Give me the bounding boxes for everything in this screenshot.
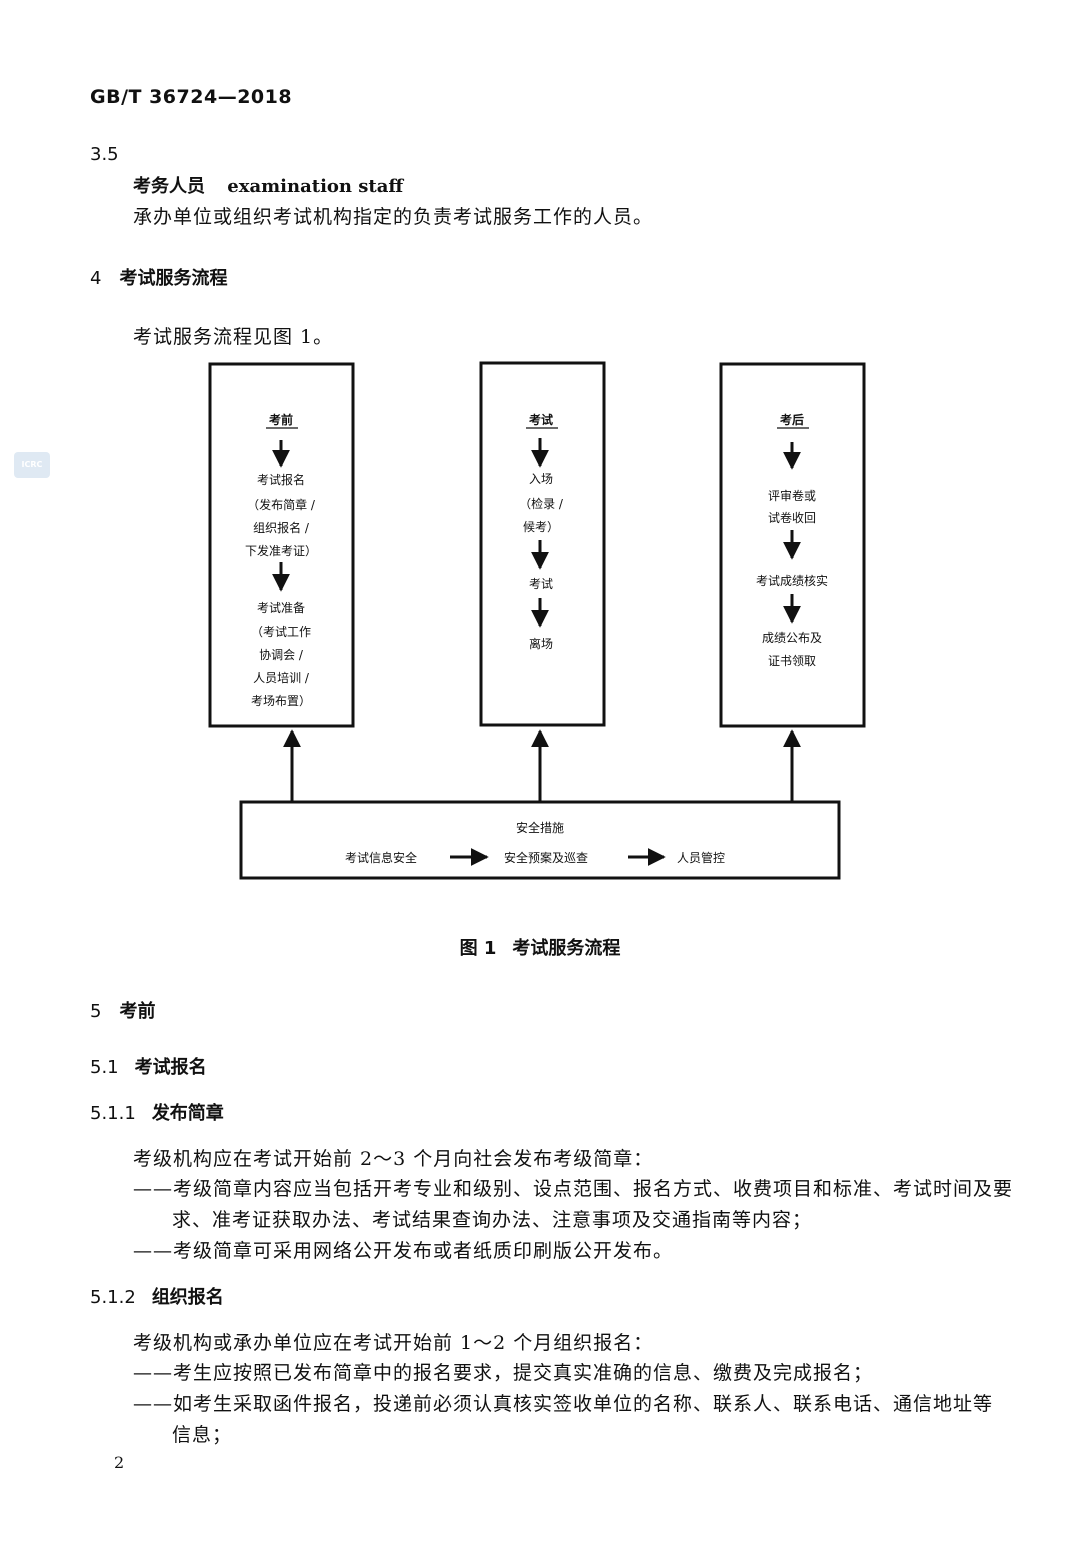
figure-label: 图 1 xyxy=(459,938,497,959)
figure-title: 考试服务流程 xyxy=(512,938,621,959)
step-text: （检录 / xyxy=(519,496,564,511)
stage-title: 考试 xyxy=(529,412,553,427)
term-en: examination staff xyxy=(227,176,404,197)
step-text: 考试成绩核实 xyxy=(756,573,828,588)
step-text: 考试准备 xyxy=(257,600,305,615)
stage-box-after-exam xyxy=(719,362,866,728)
step-text: 评审卷或 xyxy=(768,488,816,503)
step-text: 试卷收回 xyxy=(768,510,816,525)
step-text: 考试 xyxy=(529,576,553,591)
stage-box-exam xyxy=(479,361,606,727)
step-text: 离场 xyxy=(529,636,553,651)
section-title: 考试服务流程 xyxy=(119,268,228,289)
section-number: 5 xyxy=(90,1001,102,1022)
step-text: 候考） xyxy=(523,520,559,534)
section-heading-5-1-1: 5.1.1 发布简章 xyxy=(90,1099,224,1125)
list-item: ——考级简章内容应当包括开考专业和级别、设点范围、报名方式、收费项目和标准、考试… xyxy=(133,1178,1014,1200)
paragraph: 考级机构或承办单位应在考试开始前 1～2 个月组织报名： xyxy=(133,1332,654,1354)
list-item: ——考生应按照已发布简章中的报名要求，提交真实准确的信息、缴费及完成报名； xyxy=(133,1362,874,1384)
step-text: 证书领取 xyxy=(768,654,816,668)
stage-box-before-exam xyxy=(208,362,355,728)
section-title: 考试报名 xyxy=(134,1057,207,1078)
step-text: （考试工作 xyxy=(251,624,311,639)
section-4-intro: 考试服务流程见图 1。 xyxy=(133,326,334,348)
safety-title: 安全措施 xyxy=(516,820,564,835)
step-text: 考试报名 xyxy=(257,472,305,487)
page-number: 2 xyxy=(114,1453,125,1472)
section-heading-5-1-2: 5.1.2 组织报名 xyxy=(90,1283,224,1309)
step-text: （发布简章 / xyxy=(247,497,316,512)
section-heading-5-1: 5.1 考试报名 xyxy=(90,1053,207,1079)
step-text: 下发准考证） xyxy=(245,543,317,558)
step-text: 考场布置） xyxy=(251,694,311,708)
safety-measures-box xyxy=(239,800,841,880)
standard-number: GB/T 36724—2018 xyxy=(90,86,293,108)
safety-item: 人员管控 xyxy=(677,850,725,865)
section-title: 组织报名 xyxy=(151,1287,224,1308)
list-item: ——考级简章可采用网络公开发布或者纸质印刷版公开发布。 xyxy=(133,1240,674,1262)
step-text: 成绩公布及 xyxy=(762,631,822,645)
safety-item: 考试信息安全 xyxy=(345,850,417,865)
section-number: 5.1.1 xyxy=(90,1103,136,1124)
paragraph: 考级机构应在考试开始前 2～3 个月向社会发布考级简章： xyxy=(133,1148,654,1170)
section-number: 4 xyxy=(90,268,102,289)
section-title: 发布简章 xyxy=(151,1103,224,1124)
stage-title: 考前 xyxy=(269,412,293,427)
stage-title: 考后 xyxy=(780,412,804,427)
watermark-logo: ICRC xyxy=(14,452,50,478)
term-definition: 承办单位或组织考试机构指定的负责考试服务工作的人员。 xyxy=(133,206,654,228)
step-text: 协调会 / xyxy=(259,647,304,662)
list-item: ——如考生采取函件报名，投递前必须认真核实签收单位的名称、联系人、联系电话、通信… xyxy=(133,1393,994,1415)
step-text: 组织报名 / xyxy=(253,520,310,535)
term-zh: 考务人员 xyxy=(133,176,205,197)
safety-item: 安全预案及巡查 xyxy=(504,850,588,865)
figure-caption: 图 1 考试服务流程 xyxy=(0,934,1080,960)
section-heading-5: 5 考前 xyxy=(90,997,155,1023)
list-item-continuation: 求、准考证获取办法、考试结果查询办法、注意事项及交通指南等内容； xyxy=(172,1209,813,1231)
step-text: 人员培训 / xyxy=(253,670,310,685)
step-text: 入场 xyxy=(529,472,553,486)
section-heading-4: 4 考试服务流程 xyxy=(90,264,227,290)
section-title: 考前 xyxy=(119,1001,156,1022)
section-number: 5.1 xyxy=(90,1057,119,1078)
term-heading: 考务人员 examination staff xyxy=(133,172,403,198)
section-number: 5.1.2 xyxy=(90,1287,136,1308)
clause-number-3-5: 3.5 xyxy=(90,144,119,165)
list-item-continuation: 信息； xyxy=(172,1424,233,1446)
